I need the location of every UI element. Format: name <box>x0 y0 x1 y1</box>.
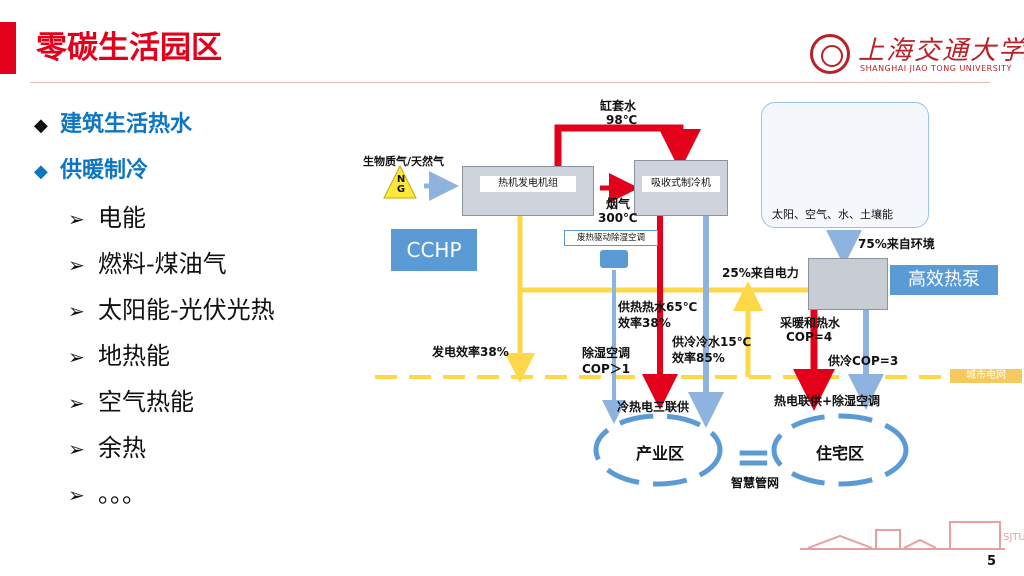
arrow-bullet-icon: ➢ <box>68 345 85 369</box>
bullet-label: 建筑生活热水 <box>60 112 193 137</box>
header-divider <box>30 82 990 83</box>
logo-cn: 上海交通大学 <box>858 36 1024 66</box>
flue-temp-label: 300℃ <box>598 211 638 225</box>
residential-zone-label: 住宅区 <box>816 444 865 463</box>
sjtu-mark: SJTU <box>1003 532 1024 543</box>
jacket-water-pipe <box>554 124 701 171</box>
smart-grid-label: 智慧管网 <box>731 476 780 490</box>
equals-sign: = <box>735 432 772 483</box>
cchp-badge: CCHP <box>391 229 477 271</box>
dehumidifier-label: 除湿空调 <box>582 346 631 360</box>
electricity-share-label: 25%来自电力 <box>722 266 799 280</box>
ng-triangle-icon <box>383 164 417 199</box>
waste-heat-box: 废热驱动除湿空调 <box>564 230 658 246</box>
chp-dehumidify-label: 热电联供+除湿空调 <box>774 394 881 408</box>
sub-item: ➢ 余热 <box>68 428 146 463</box>
cold-efficiency-label: 效率85% <box>672 351 725 365</box>
sub-item: ➢ 空气热能 <box>68 382 194 417</box>
sjtu-skyline <box>807 521 1001 549</box>
page-title: 零碳生活园区 <box>36 30 222 66</box>
arrow-bullet-icon: ➢ <box>68 207 85 231</box>
diamond-bullet-icon: ◆ <box>34 115 48 136</box>
bullet-item: ◆ 供暖制冷 <box>34 152 148 184</box>
sub-item-label: 电能 <box>98 204 146 232</box>
residential-zone-ellipse <box>771 413 909 487</box>
supply-heat-label: 供热热水65℃ <box>618 300 698 314</box>
absorption-label: 吸收式制冷机 <box>642 176 720 192</box>
industry-zone-ellipse <box>593 413 723 487</box>
sub-item-label: 地热能 <box>98 342 170 370</box>
title-accent-bar <box>0 22 16 74</box>
supply-cold-label: 供冷冷水15℃ <box>672 335 752 349</box>
heating-water-label: 采暖和热水 <box>780 316 841 330</box>
sub-item-label: 太阳能-光伏光热 <box>98 296 275 324</box>
university-seal-icon <box>810 34 850 74</box>
industry-zone-label: 产业区 <box>636 444 685 463</box>
arrow-bullet-icon: ➢ <box>68 437 85 461</box>
cooling-cop-label: 供冷COP=3 <box>828 354 899 368</box>
logo-en: SHANGHAI JIAO TONG UNIVERSITY <box>860 64 1012 73</box>
sub-item-label: 空气热能 <box>98 388 194 416</box>
bullet-label: 供暖制冷 <box>60 158 149 183</box>
natural-energy-panel <box>761 102 929 228</box>
heat-pump-label: 高效热泵 <box>890 265 998 295</box>
heat-efficiency-label: 效率38% <box>618 316 671 330</box>
arrow-bullet-icon: ➢ <box>68 483 85 507</box>
jacket-temp-label: 98℃ <box>606 113 638 127</box>
arrow-bullet-icon: ➢ <box>68 253 85 277</box>
fuel-label: 生物质气/天然气 <box>363 155 445 168</box>
natural-sources-label: 太阳、空气、水、土壤能 <box>772 208 893 221</box>
sub-item: ➢ 燃料-煤油气 <box>68 244 227 279</box>
sub-item: ➢ 。。。 <box>68 474 146 509</box>
arrow-bullet-icon: ➢ <box>68 391 85 415</box>
arrow-bullet-icon: ➢ <box>68 299 85 323</box>
sub-item: ➢ 太阳能-光伏光热 <box>68 290 275 325</box>
dehumidifier-icon <box>600 250 628 268</box>
sub-item: ➢ 电能 <box>68 198 146 233</box>
diamond-bullet-icon: ◆ <box>34 161 48 182</box>
jacket-water-label: 缸套水 <box>600 99 637 113</box>
dehumidifier-cop-label: COP＞1 <box>582 362 631 376</box>
sub-item-label: 余热 <box>98 434 146 462</box>
flue-label: 烟气 <box>606 197 631 211</box>
heating-cop-label: COP=4 <box>786 330 833 344</box>
sub-item-label: 。。。 <box>98 480 146 508</box>
sub-item: ➢ 地热能 <box>68 336 170 371</box>
bullet-item: ◆ 建筑生活热水 <box>34 106 192 138</box>
sub-item-label: 燃料-煤油气 <box>98 250 227 278</box>
heat-pump-icon <box>808 258 888 310</box>
engine-label: 热机发电机组 <box>480 176 576 192</box>
power-efficiency-label: 发电效率38% <box>432 345 509 359</box>
trigeneration-label: 冷热电三联供 <box>617 400 690 414</box>
page-number: 5 <box>987 554 997 569</box>
city-grid-label: 城市电网 <box>950 369 1022 383</box>
environment-share-label: 75%来自环境 <box>858 237 935 251</box>
